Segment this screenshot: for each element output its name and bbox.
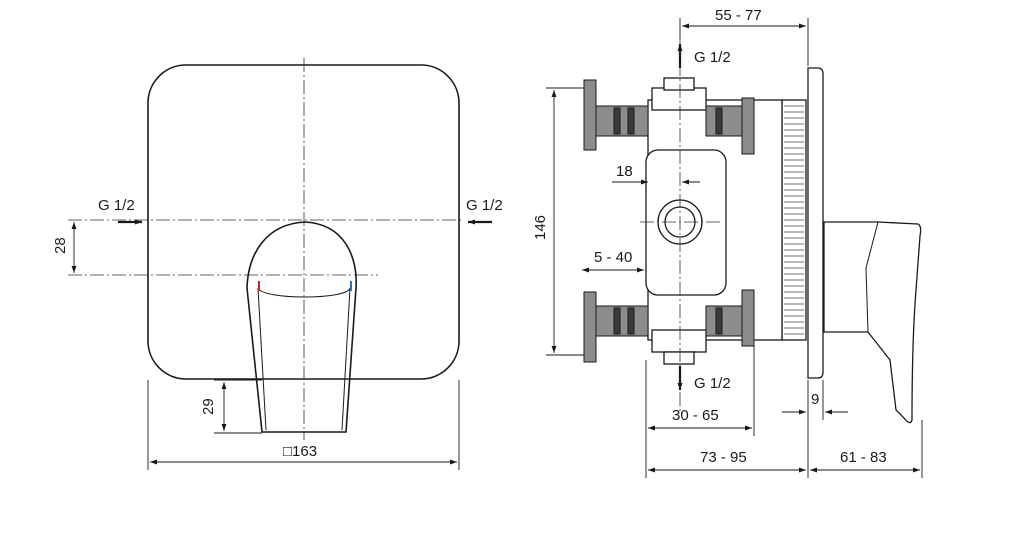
bottom-outlet-label: G 1/2 [694, 375, 731, 392]
left-lower-bolt-2 [627, 307, 635, 335]
bottom-connector [651, 329, 707, 353]
right-inlet-label: G 1/2 [466, 197, 503, 214]
left-upper-stop [583, 79, 597, 151]
right-upper-bolt [715, 107, 723, 135]
dim-163-label: □163 [283, 443, 317, 460]
left-upper-bolt [613, 107, 621, 135]
dim-55-77-label: 55 - 77 [715, 7, 762, 24]
thread-lines [784, 105, 804, 335]
side-handle [823, 221, 922, 424]
lever-inner-line [257, 287, 351, 298]
lever-handle [246, 221, 357, 433]
right-lower-stop [741, 289, 755, 347]
left-upper-bolt-2 [627, 107, 635, 135]
top-outlet-label: G 1/2 [694, 49, 731, 66]
side-view: G 1/2 G 1/2 55 - 77 146 18 5 - 40 9 30 -… [532, 7, 923, 478]
left-lower-shaft [595, 305, 649, 337]
trim-plate [807, 67, 824, 379]
left-lower-stop [583, 291, 597, 363]
dim-73-95-label: 73 - 95 [700, 449, 747, 466]
left-lower-bolt [613, 307, 621, 335]
cover-plate [147, 64, 460, 380]
right-upper-shaft [705, 105, 743, 137]
dim-146-label: 146 [532, 215, 549, 240]
right-lower-shaft [705, 305, 743, 337]
left-upper-shaft [595, 105, 649, 137]
right-upper-stop [741, 97, 755, 155]
top-nut [663, 77, 695, 91]
dim-30-65-label: 30 - 65 [672, 407, 719, 424]
bottom-nut [663, 351, 695, 365]
right-lower-bolt [715, 307, 723, 335]
side-handle-inner [865, 221, 879, 333]
left-inlet-label: G 1/2 [98, 197, 135, 214]
dim-61-83-label: 61 - 83 [840, 449, 887, 466]
lever-left-edge [257, 287, 267, 431]
front-view: G 1/2 G 1/2 28 29 □163 [52, 58, 503, 470]
top-connector [651, 87, 707, 111]
dim-29-label: 29 [200, 398, 217, 415]
dim-9-label: 9 [811, 391, 819, 408]
dim-28-label: 28 [52, 237, 69, 254]
dim-18-label: 18 [616, 163, 633, 180]
lever-right-edge [341, 287, 351, 431]
dim-5-40-label: 5 - 40 [594, 249, 632, 266]
